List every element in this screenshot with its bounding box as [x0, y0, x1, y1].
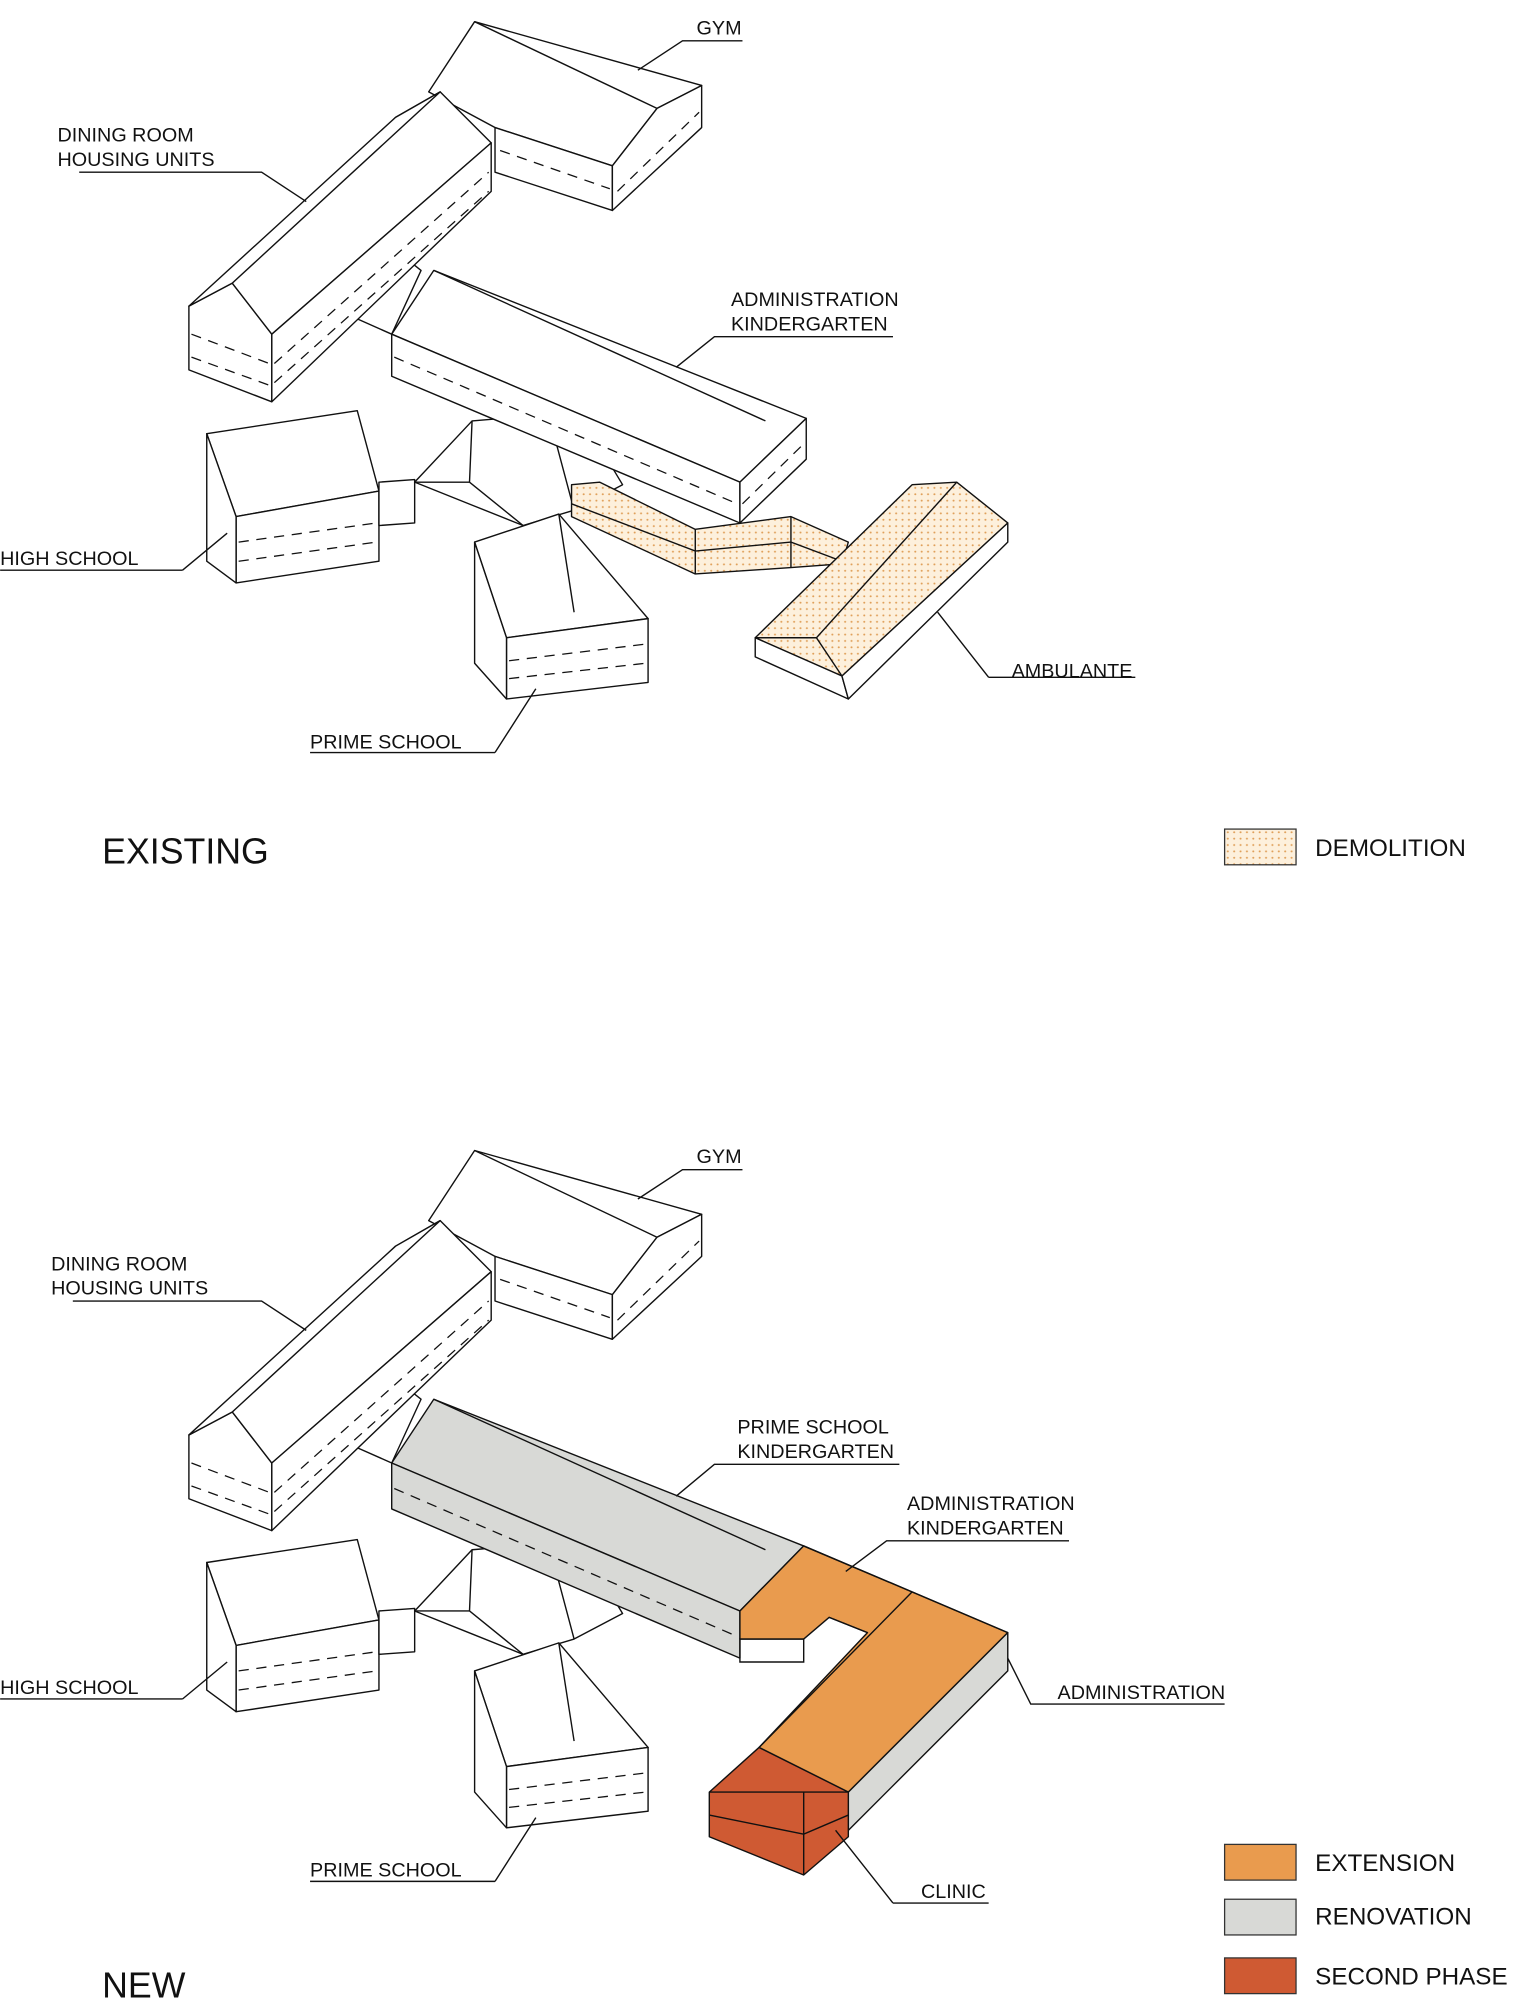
label-high-school: HIGH SCHOOL	[0, 548, 138, 570]
dining-roof-left	[188, 91, 441, 307]
gym-gable	[611, 1213, 703, 1340]
existing-title: EXISTING	[102, 832, 269, 872]
label-prime-school-new: PRIME SCHOOL	[310, 1859, 462, 1881]
prime-school-side	[473, 541, 508, 700]
leader-lines	[0, 40, 1136, 754]
dining-floor-lines	[191, 171, 490, 386]
legend-swatch-demolition	[1223, 828, 1297, 866]
label-administration-new: ADMINISTRATION	[1058, 1682, 1226, 1704]
admin-kg-gable	[739, 417, 807, 524]
label-prime-school: PRIME SCHOOL	[310, 732, 462, 754]
ambulante-side	[841, 522, 1009, 700]
renovation-ridge	[433, 1398, 766, 1551]
gym-gable	[611, 84, 703, 212]
legend-label-second-phase: SECOND PHASE	[1315, 1964, 1507, 1991]
label-kindergarten-admin: KINDERGARTEN	[907, 1517, 1064, 1539]
high-school-side	[206, 432, 237, 584]
label-prime-school-kg: PRIME SCHOOL	[737, 1417, 889, 1439]
label-clinic: CLINIC	[921, 1881, 986, 1903]
prime-school-side	[473, 1670, 508, 1829]
dining-wall	[271, 142, 492, 403]
ambulante-ridge	[755, 481, 958, 677]
label-ambulante: AMBULANTE	[1012, 660, 1133, 682]
new-plan	[188, 1149, 1009, 1876]
legend-label-renovation: RENOVATION	[1315, 1904, 1472, 1931]
label-gym-new: GYM	[697, 1146, 742, 1168]
legend-swatch-extension	[1223, 1843, 1297, 1881]
label-administration-kg: ADMINISTRATION	[907, 1493, 1075, 1515]
new-labels: GYM DINING ROOM HOUSING UNITS PRIME SCHO…	[0, 1146, 1508, 2000]
admin-kg-floor-lines	[394, 356, 805, 505]
label-kindergarten: KINDERGARTEN	[731, 313, 888, 335]
label-housing-units-new: HOUSING UNITS	[51, 1278, 208, 1300]
existing-labels: GYM DINING ROOM HOUSING UNITS ADMINISTRA…	[0, 17, 1466, 872]
legend-label-demolition: DEMOLITION	[1315, 835, 1466, 862]
second-phase-clinic	[708, 1746, 850, 1876]
high-school-connector	[378, 1607, 416, 1656]
gym-ridge	[474, 21, 658, 110]
legend-label-extension: EXTENSION	[1315, 1850, 1455, 1877]
existing-plan	[188, 20, 1009, 700]
high-school-side	[206, 1561, 237, 1713]
label-gym: GYM	[697, 17, 742, 39]
extension-edges	[739, 1545, 1009, 1748]
label-kindergarten-new: KINDERGARTEN	[737, 1441, 894, 1463]
dining-roof-left	[188, 1219, 441, 1436]
extension-roof	[739, 1545, 1009, 1793]
prime-school-floor-lines	[508, 1772, 646, 1809]
gym-floor-lines	[499, 1240, 700, 1321]
label-administration: ADMINISTRATION	[731, 289, 899, 311]
leader-lines-new	[0, 1168, 1225, 1904]
high-school-floor-lines	[238, 1651, 377, 1691]
label-housing-units: HOUSING UNITS	[58, 149, 215, 171]
label-dining-room: DINING ROOM	[58, 125, 194, 147]
clinic-edges	[709, 1791, 849, 1875]
prime-school-ridge	[558, 513, 575, 613]
label-dining-room-new: DINING ROOM	[51, 1253, 187, 1275]
label-high-school-new: HIGH SCHOOL	[0, 1677, 138, 1699]
admin-kg-ridge	[433, 269, 766, 422]
legend-swatch-renovation	[1223, 1898, 1297, 1936]
prime-school-ridge	[558, 1642, 575, 1742]
dining-floor-lines	[191, 1300, 490, 1515]
renovation-floor-line	[394, 1487, 738, 1638]
gym-ridge	[474, 1149, 658, 1238]
gym-floor-lines	[499, 111, 700, 192]
legend-swatch-second-phase	[1223, 1957, 1297, 1995]
new-title: NEW	[102, 1965, 186, 2000]
high-school-connector	[378, 478, 416, 527]
high-school-floor-lines	[238, 522, 377, 562]
corridor-edges	[571, 503, 843, 574]
dining-wall	[271, 1270, 492, 1532]
prime-school-floor-lines	[508, 643, 646, 680]
